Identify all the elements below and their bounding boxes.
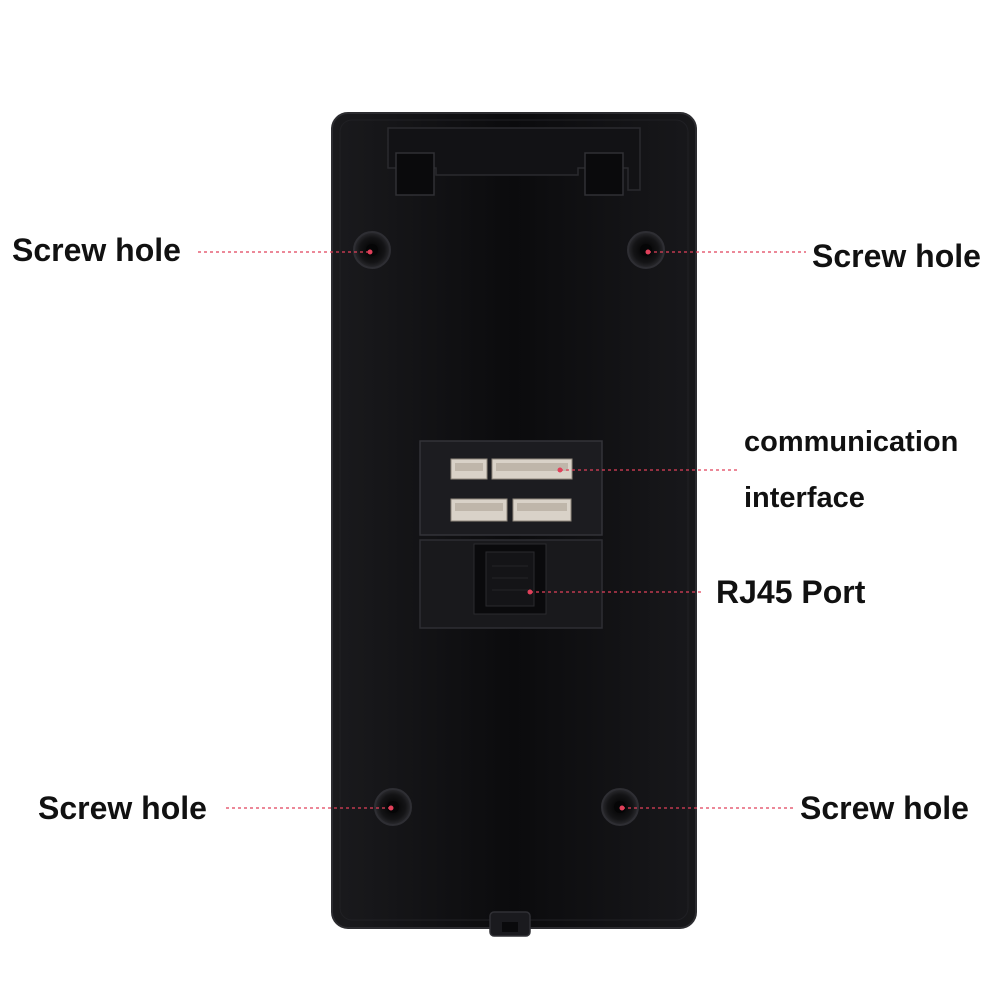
- connector-bottom-right-icon: [512, 498, 572, 522]
- connector-long-top-icon: [491, 458, 573, 480]
- rj45-socket-icon: [485, 551, 535, 607]
- bottom-notch: [489, 911, 531, 937]
- label-communication-line1: communication: [744, 426, 959, 458]
- label-screw-hole-bottom-left: Screw hole: [38, 790, 207, 826]
- rj45-port-block: [419, 539, 603, 629]
- label-rj45-port: RJ45 Port: [716, 574, 866, 610]
- label-screw-hole-bottom-right: Screw hole: [800, 790, 969, 826]
- leader-dots: [367, 249, 651, 811]
- connector-compartment: [419, 440, 603, 536]
- screw-hole-top-right-icon: [627, 231, 665, 269]
- label-screw-hole-top-left: Screw hole: [12, 232, 181, 268]
- connector-bottom-left-icon: [450, 498, 508, 522]
- leader-lines: [198, 251, 806, 809]
- top-bracket: [387, 127, 641, 196]
- screw-hole-top-left-icon: [353, 231, 391, 269]
- label-screw-hole-top-right: Screw hole: [812, 238, 981, 274]
- label-communication-line2: interface: [744, 482, 865, 514]
- connector-small-top-icon: [450, 458, 488, 480]
